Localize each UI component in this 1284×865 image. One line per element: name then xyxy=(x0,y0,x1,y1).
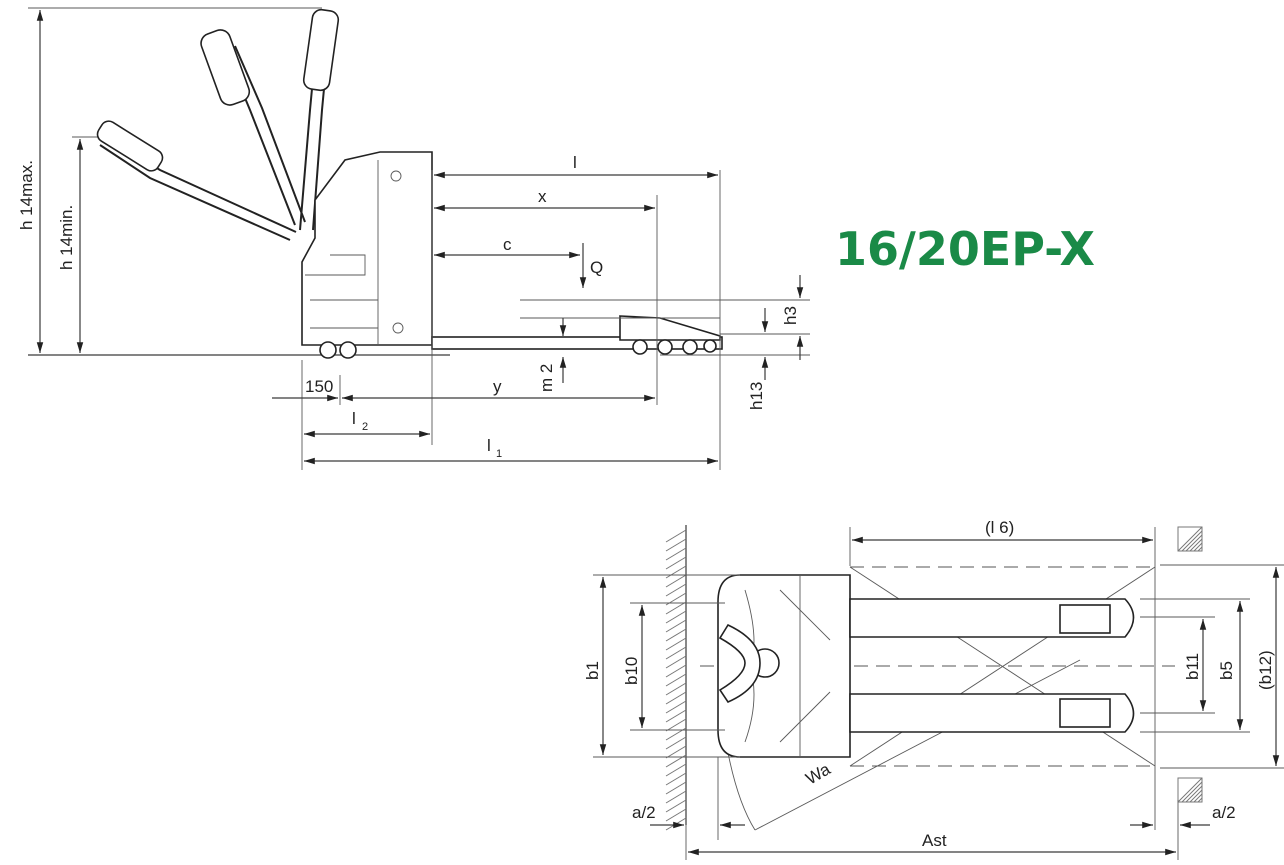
label-b10: b10 xyxy=(622,657,641,685)
hatch-line xyxy=(665,763,687,777)
hatch-line xyxy=(1177,526,1203,552)
hatch-line xyxy=(665,619,687,633)
hatch-line xyxy=(665,538,687,552)
wall-left xyxy=(665,525,687,831)
label-wa: Wa xyxy=(803,759,835,788)
hatch-line xyxy=(665,565,687,579)
tiller-handles xyxy=(96,8,340,241)
label-b5: b5 xyxy=(1217,661,1236,680)
hatch-line xyxy=(1177,777,1203,803)
top-view: (l 6) b1 b10 b11 b5 (b12) Wa a/2 a/2 Ast xyxy=(583,518,1284,860)
label-q: Q xyxy=(590,258,603,277)
hatch-line xyxy=(665,718,687,732)
hatch-line xyxy=(1193,542,1203,552)
label-h3: h3 xyxy=(781,306,800,325)
hatch-line xyxy=(665,745,687,759)
hatch-line xyxy=(665,664,687,678)
hatch-line xyxy=(665,556,687,570)
label-l1: l xyxy=(487,436,491,455)
hatch-line xyxy=(665,601,687,615)
hatch-line xyxy=(665,808,687,822)
hatch-line xyxy=(665,529,687,543)
label-b11: b11 xyxy=(1183,653,1202,680)
hatch-line xyxy=(665,709,687,723)
label-m2: m 2 xyxy=(537,364,556,392)
hatch-line xyxy=(1193,793,1203,803)
label-h14max: h 14max. xyxy=(17,160,36,230)
hatch-line xyxy=(665,736,687,750)
hatch-line xyxy=(665,817,687,831)
hatch-line xyxy=(1185,785,1203,803)
label-ast: Ast xyxy=(922,831,947,850)
side-view: h 14max. h 14min. xyxy=(17,7,810,470)
hatch-line xyxy=(665,574,687,588)
hatch-line xyxy=(665,637,687,651)
label-l2-sub: 2 xyxy=(362,421,368,433)
label-a2-left: a/2 xyxy=(632,803,656,822)
label-h13: h13 xyxy=(747,382,766,410)
label-b12: (b12) xyxy=(1256,650,1275,690)
hatch-line xyxy=(665,691,687,705)
label-l2: l xyxy=(352,409,356,428)
hatch-line xyxy=(1197,546,1203,552)
truck-body xyxy=(301,151,723,359)
label-150: 150 xyxy=(305,377,333,396)
hatch-line xyxy=(665,772,687,786)
hatch-line xyxy=(1181,530,1203,552)
hatch-line xyxy=(665,673,687,687)
hatch-line xyxy=(1185,534,1203,552)
label-c: c xyxy=(503,235,512,254)
hatch-line xyxy=(1197,797,1203,803)
hatch-line xyxy=(665,790,687,804)
hatch-line xyxy=(665,547,687,561)
hatch-line xyxy=(665,700,687,714)
hatch-line xyxy=(1189,789,1203,803)
hatch-line xyxy=(665,628,687,642)
hatch-line xyxy=(665,781,687,795)
label-l1-sub: 1 xyxy=(496,448,502,460)
label-l6: (l 6) xyxy=(985,518,1014,537)
label-x: x xyxy=(538,187,547,206)
hatch-line xyxy=(665,646,687,660)
label-b1: b1 xyxy=(583,661,602,680)
hatch-line xyxy=(665,799,687,813)
hatch-line xyxy=(665,610,687,624)
label-y: y xyxy=(493,377,502,396)
hatch-line xyxy=(1181,781,1203,803)
hatch-line xyxy=(1189,538,1203,552)
label-h14min: h 14min. xyxy=(57,205,76,270)
model-title: 16/20EP-X xyxy=(835,222,1095,276)
hatch-line xyxy=(665,583,687,597)
hatch-line xyxy=(665,655,687,669)
label-a2-right: a/2 xyxy=(1212,803,1236,822)
hatch-line xyxy=(665,682,687,696)
label-l: l xyxy=(573,153,577,172)
